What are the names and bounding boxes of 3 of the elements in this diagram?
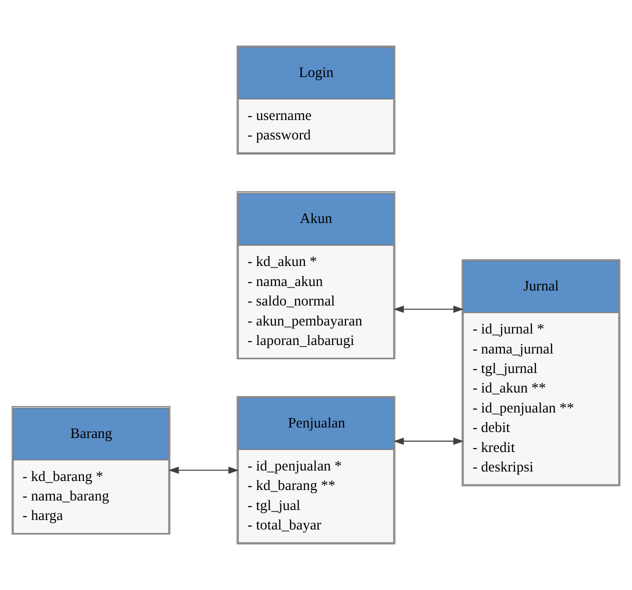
arrow xyxy=(393,438,464,445)
arrow xyxy=(168,466,239,474)
arrow xyxy=(393,306,464,313)
